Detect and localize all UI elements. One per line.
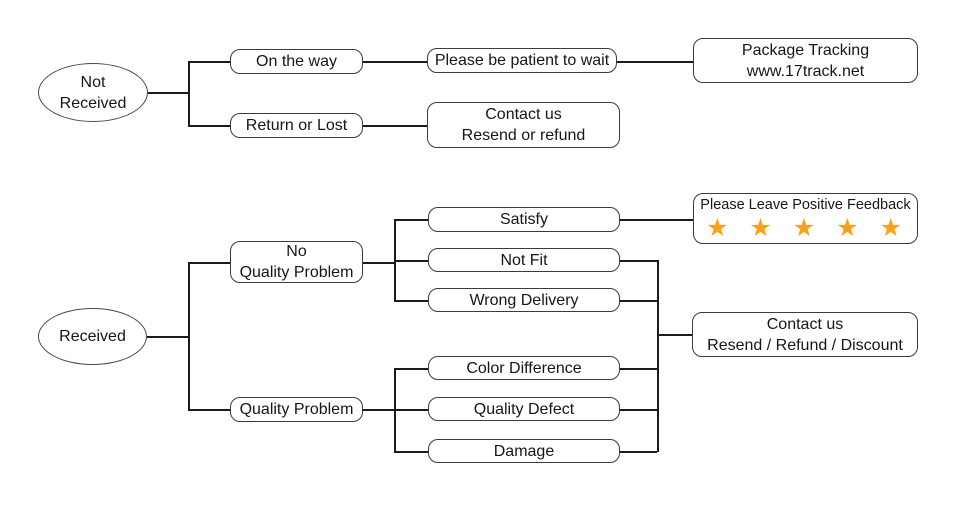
connector-to-not-fit xyxy=(394,260,428,262)
node-label: Please Leave Positive Feedback xyxy=(700,197,911,213)
five-star-rating-icon: ★ ★ ★ ★ ★ xyxy=(706,214,909,242)
node-on-the-way: On the way xyxy=(230,49,363,74)
connector-damage-out xyxy=(620,451,657,453)
connector-please-wait-package-tracking xyxy=(617,61,693,63)
connector-quality-defect-out xyxy=(620,409,657,411)
node-contact-resend-refund-discount: Contact us Resend / Refund / Discount xyxy=(692,312,918,357)
node-label: Wrong Delivery xyxy=(469,291,579,309)
node-return-or-lost: Return or Lost xyxy=(230,113,363,138)
connector-top-branch-vertical xyxy=(188,61,190,126)
node-label: Package Tracking xyxy=(741,41,870,59)
node-label: No xyxy=(286,243,307,260)
node-label: Return or Lost xyxy=(245,117,348,134)
connector-to-return-or-lost xyxy=(188,125,230,127)
connector-to-wrong-delivery xyxy=(394,300,428,302)
node-not-fit: Not Fit xyxy=(428,248,620,272)
node-label: Quality Problem xyxy=(239,264,354,281)
connector-to-color-difference xyxy=(394,368,428,370)
node-label: Damage xyxy=(493,442,555,460)
node-wrong-delivery: Wrong Delivery xyxy=(428,288,620,312)
node-label: Received xyxy=(59,328,126,345)
connector-not-fit-out xyxy=(620,260,657,262)
node-label: Satisfy xyxy=(499,211,548,228)
node-label: Please be patient to wait xyxy=(434,52,610,69)
node-label: Resend or refund xyxy=(461,127,586,144)
node-quality-problem: Quality Problem xyxy=(230,397,363,422)
node-not-received: Not Received xyxy=(38,63,148,122)
connector-satisfy-feedback xyxy=(620,219,693,221)
node-label: Not xyxy=(80,73,106,91)
node-positive-feedback: Please Leave Positive Feedback ★ ★ ★ ★ ★ xyxy=(693,193,918,244)
node-label: Resend / Refund / Discount xyxy=(707,336,903,354)
node-label: Color Difference xyxy=(466,359,582,377)
connector-received-junction xyxy=(147,336,188,338)
connector-to-damage xyxy=(394,451,428,453)
tracking-url: www.17track.net xyxy=(746,62,865,80)
connector-not-received-junction xyxy=(146,92,188,94)
node-no-quality-problem: No Quality Problem xyxy=(230,241,363,283)
node-package-tracking: Package Tracking www.17track.net xyxy=(693,38,918,83)
connector-qp-junction xyxy=(363,409,394,411)
node-label: Quality Problem xyxy=(239,401,354,418)
node-label: On the way xyxy=(256,53,337,70)
node-label: Contact us xyxy=(766,315,844,333)
connector-to-no-quality-problem xyxy=(188,262,230,264)
connector-nqp-junction xyxy=(363,262,394,264)
node-satisfy: Satisfy xyxy=(428,207,620,232)
connector-bottom-branch-vertical xyxy=(188,262,190,410)
node-received: Received xyxy=(38,308,147,365)
connector-wrong-delivery-out xyxy=(620,300,657,302)
connector-merge-vertical xyxy=(657,260,659,452)
connector-to-on-the-way xyxy=(188,61,230,63)
connector-to-quality-defect xyxy=(394,409,428,411)
connector-on-the-way-please-wait xyxy=(363,61,427,63)
connector-to-quality-problem xyxy=(188,409,230,411)
connector-return-or-lost-contact xyxy=(363,125,427,127)
connector-color-difference-out xyxy=(620,368,657,370)
node-contact-resend-refund: Contact us Resend or refund xyxy=(427,102,620,148)
node-label: Contact us xyxy=(485,106,562,123)
connector-merge-contact-rrd xyxy=(657,334,692,336)
node-label: Received xyxy=(59,94,127,112)
node-damage: Damage xyxy=(428,439,620,463)
connector-to-satisfy xyxy=(394,219,428,221)
node-quality-defect: Quality Defect xyxy=(428,397,620,421)
node-color-difference: Color Difference xyxy=(428,356,620,380)
node-please-be-patient: Please be patient to wait xyxy=(427,48,617,73)
node-label: Quality Defect xyxy=(473,400,575,418)
node-label: Not Fit xyxy=(500,251,548,269)
